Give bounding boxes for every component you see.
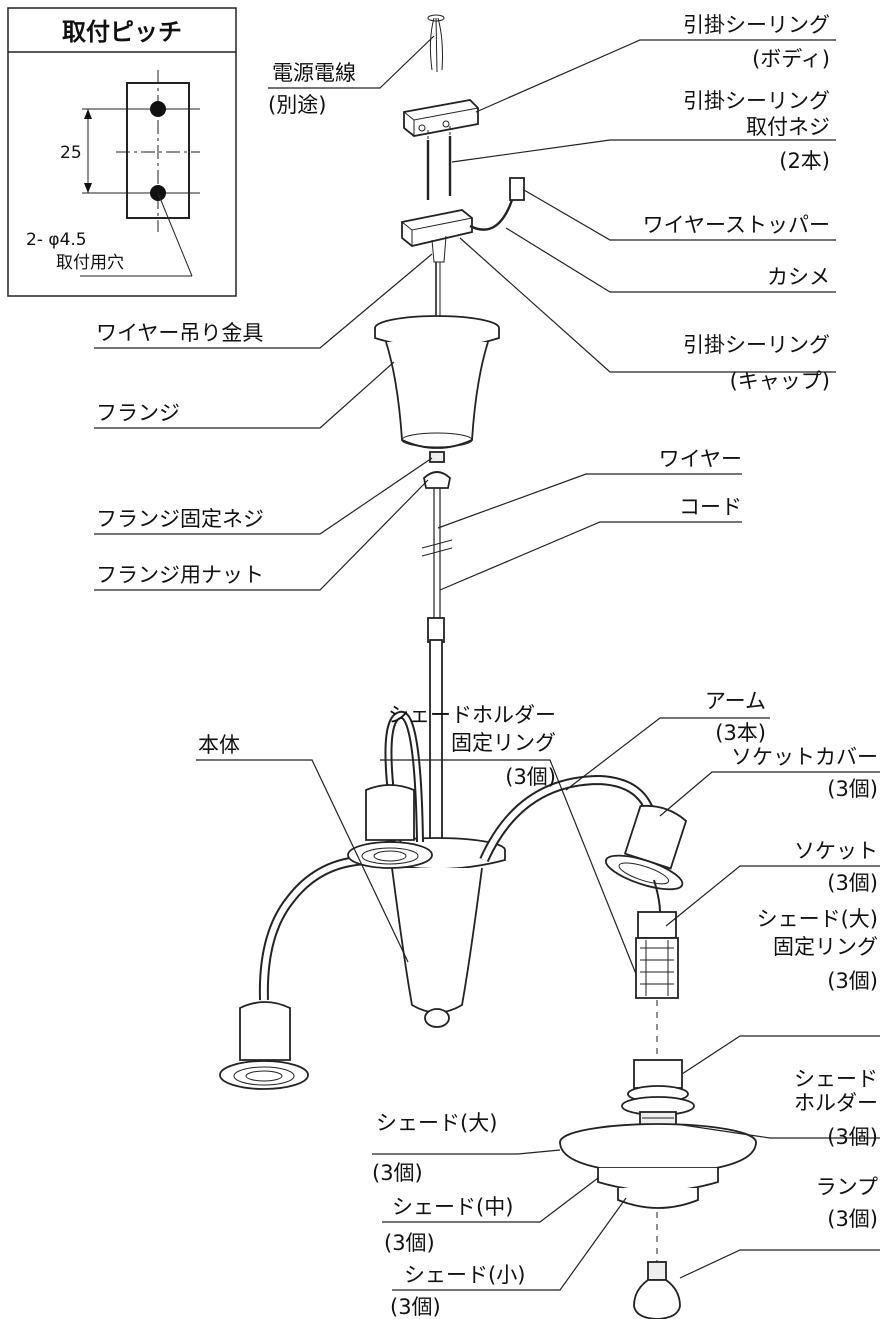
label-kashime: カシメ (767, 265, 830, 289)
hole-spec: 2- φ4.5 (26, 230, 87, 250)
label-shade-holder-ring: シェードホルダー (388, 703, 556, 727)
label-shade-large-ring-sub: (3個) (827, 969, 878, 993)
pitch-title: 取付ピッチ (62, 18, 182, 46)
label-socket-sub: (3個) (827, 871, 878, 895)
label-flange: フランジ (96, 401, 180, 425)
flange-part (374, 315, 500, 449)
label-ceiling-screw: 引掛シーリング (683, 89, 830, 113)
label-power-wire-sub: (別途) (268, 93, 326, 117)
left-socket-cover (219, 1001, 309, 1090)
label-flange-screw: フランジ固定ネジ (96, 507, 264, 531)
label-ceiling-screw-sub: (2本) (779, 149, 830, 173)
shade-large-ring-part (621, 1059, 695, 1116)
label-socket-cover-sub: (3個) (827, 777, 878, 801)
label-socket-cover: ソケットカバー (731, 745, 878, 769)
shade-medium-part (597, 1168, 719, 1192)
label-shade-large-sub: (3個) (372, 1161, 423, 1185)
label-shade-holder-sub: (3個) (827, 1125, 878, 1149)
power-wire (427, 14, 445, 73)
hole-label: 取付用穴 (56, 253, 124, 273)
flange-nut-part (423, 471, 451, 489)
label-arm: アーム (705, 689, 766, 713)
label-wire-hanger: ワイヤー吊り金具 (96, 321, 263, 345)
label-ceiling-body-sub: (ボディ) (752, 47, 830, 71)
flange-screw-part (429, 451, 445, 463)
middle-socket-cover (347, 784, 433, 869)
label-ceiling-body: 引掛シーリング (683, 13, 830, 37)
label-shade-large-ring-2: 固定リング (773, 935, 878, 959)
label-body: 本体 (198, 733, 240, 757)
pitch-dimension: 25 (60, 143, 82, 163)
shade-large-part (559, 1123, 757, 1169)
label-ceiling-cap-sub: (キャップ) (730, 369, 830, 393)
label-power-wire: 電源電線 (272, 61, 356, 85)
label-wire: ワイヤー (659, 447, 742, 471)
label-shade-small: シェード(小) (404, 1263, 525, 1287)
label-shade-large-ring: シェード(大) (757, 907, 878, 931)
center-pipe (429, 639, 443, 841)
label-flange-nut: フランジ用ナット (96, 563, 264, 587)
lamp-part (633, 1261, 681, 1319)
label-ceiling-screw-2: 取付ネジ (746, 115, 830, 139)
mounting-hole-top (150, 101, 166, 117)
label-cord: コード (679, 495, 742, 519)
leader-lines (94, 35, 880, 1291)
label-arm-sub: (3本) (715, 721, 766, 745)
shade-small-part (617, 1188, 699, 1209)
socket-part (635, 911, 679, 999)
right-socket-cover (604, 804, 688, 891)
label-shade-holder-ring-2: 固定リング (451, 731, 556, 755)
mounting-pitch-box: 取付ピッチ 25 2- φ4.5 取付用穴 (7, 7, 237, 297)
ceiling-screws (426, 126, 452, 200)
label-shade-small-sub: (3個) (390, 1295, 441, 1319)
label-lamp: ランプ (816, 1175, 878, 1199)
label-shade-holder-2: ホルダー (794, 1091, 878, 1115)
label-shade-holder-ring-sub: (3個) (505, 765, 556, 789)
label-shade-holder: シェード (794, 1067, 878, 1091)
label-lamp-sub: (3個) (827, 1207, 878, 1231)
label-shade-medium: シェード(中) (392, 1195, 513, 1219)
label-socket: ソケット (794, 839, 878, 863)
label-shade-large: シェード(大) (376, 1111, 497, 1135)
label-ceiling-cap: 引掛シーリング (683, 333, 830, 357)
label-wire-stopper: ワイヤーストッパー (643, 213, 830, 237)
ceiling-cap-part (401, 177, 525, 263)
ceiling-body-part (403, 99, 479, 137)
label-shade-medium-sub: (3個) (384, 1231, 435, 1255)
